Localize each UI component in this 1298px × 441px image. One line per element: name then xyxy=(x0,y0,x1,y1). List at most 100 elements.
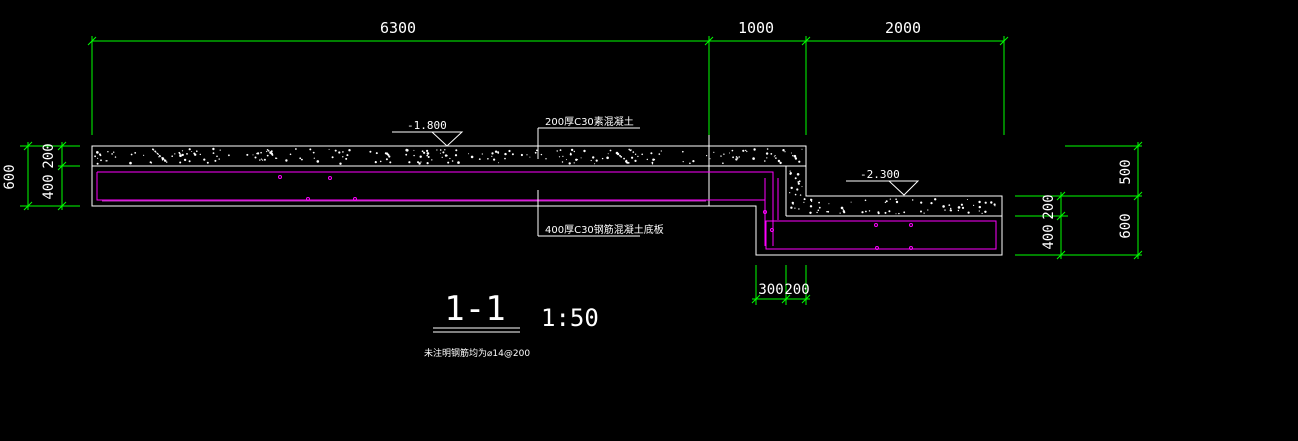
concrete-speckle xyxy=(888,210,891,213)
concrete-speckle xyxy=(706,155,708,157)
concrete-speckle xyxy=(413,154,415,157)
concrete-speckle xyxy=(827,210,830,213)
concrete-speckle xyxy=(161,157,165,160)
dimension-tick xyxy=(801,294,811,304)
concrete-speckle xyxy=(884,211,887,214)
rebar-dot xyxy=(278,175,282,179)
concrete-speckle xyxy=(228,154,230,157)
concrete-speckle xyxy=(709,158,711,160)
concrete-speckle xyxy=(520,153,524,157)
concrete-speckle xyxy=(765,152,769,155)
concrete-speckle xyxy=(107,151,109,153)
dimension-6300: 6300 xyxy=(380,19,416,37)
concrete-speckle xyxy=(895,213,897,215)
concrete-speckle xyxy=(100,159,102,162)
concrete-speckle xyxy=(651,163,654,165)
concrete-speckle xyxy=(903,211,906,214)
concrete-speckle xyxy=(798,160,801,163)
concrete-speckle xyxy=(346,154,349,157)
concrete-speckle xyxy=(451,160,454,162)
section-title: 1-1 xyxy=(444,289,505,329)
concrete-speckle xyxy=(96,151,99,154)
concrete-speckle xyxy=(990,201,993,204)
concrete-speckle xyxy=(934,198,937,201)
dimension-600-left: 600 xyxy=(2,164,18,189)
concrete-speckle xyxy=(609,149,612,152)
concrete-speckle xyxy=(160,155,162,157)
concrete-speckle xyxy=(559,149,562,152)
concrete-speckle xyxy=(338,151,341,154)
concrete-speckle xyxy=(794,207,796,209)
concrete-speckle xyxy=(421,150,424,153)
concrete-speckle xyxy=(342,151,344,153)
concrete-speckle xyxy=(777,159,781,163)
rebar-lower-cage xyxy=(765,220,997,250)
concrete-speckle xyxy=(134,152,137,154)
concrete-speckle xyxy=(570,148,574,152)
concrete-speckle xyxy=(256,152,258,155)
concrete-speckle xyxy=(260,158,262,160)
concrete-speckle xyxy=(444,149,446,151)
concrete-speckle xyxy=(840,206,844,210)
concrete-speckle xyxy=(573,162,575,164)
rebar-dot xyxy=(306,197,310,201)
concrete-speckle xyxy=(784,151,786,153)
concrete-speckle xyxy=(105,160,107,162)
concrete-speckle xyxy=(188,148,191,151)
concrete-speckle xyxy=(254,156,257,159)
concrete-speckle xyxy=(973,204,975,206)
concrete-speckle xyxy=(720,155,722,157)
concrete-speckle xyxy=(723,153,725,155)
concrete-speckle xyxy=(843,211,846,214)
concrete-speckle xyxy=(534,151,537,154)
left-dimension-chain xyxy=(20,141,80,211)
rebar-dot xyxy=(874,223,878,227)
dimension-tick xyxy=(801,36,811,46)
concrete-speckle xyxy=(565,159,567,161)
dimension-tick xyxy=(1056,250,1066,260)
rebar-dot xyxy=(875,246,879,250)
concrete-speckle xyxy=(957,206,961,209)
concrete-speckle xyxy=(898,212,900,215)
concrete-speckle xyxy=(387,153,390,156)
dimension-1000: 1000 xyxy=(738,19,774,37)
concrete-speckle xyxy=(426,149,429,152)
concrete-speckle xyxy=(447,161,450,164)
concrete-speckle xyxy=(545,158,547,160)
concrete-speckle xyxy=(606,156,609,160)
concrete-speckle xyxy=(259,159,261,161)
concrete-speckle xyxy=(562,155,564,157)
concrete-speckle xyxy=(143,154,145,156)
concrete-speckle xyxy=(575,158,578,161)
concrete-speckle xyxy=(623,157,625,160)
concrete-speckle xyxy=(511,153,514,156)
concrete-speckle xyxy=(637,155,639,158)
concrete-speckle xyxy=(487,158,489,160)
concrete-speckle xyxy=(99,154,102,157)
concrete-speckle xyxy=(468,153,470,155)
concrete-speckle xyxy=(569,153,572,156)
concrete-speckle xyxy=(766,148,769,150)
concrete-speckle xyxy=(692,160,695,163)
dimension-600-right: 600 xyxy=(1118,213,1134,238)
concrete-speckle xyxy=(620,156,623,158)
concrete-speckle xyxy=(369,150,372,153)
concrete-speckle xyxy=(270,150,273,153)
concrete-speckle xyxy=(491,155,493,157)
concrete-speckle xyxy=(166,161,168,163)
concrete-speckle xyxy=(816,211,818,214)
concrete-speckle xyxy=(660,150,662,152)
concrete-speckle xyxy=(558,156,561,158)
top-dimension-chain xyxy=(87,36,1009,135)
section-note: 未注明钢筋均为⌀14@200 xyxy=(424,347,530,359)
concrete-speckle xyxy=(775,157,777,159)
concrete-speckle xyxy=(423,151,426,154)
concrete-speckle xyxy=(735,158,738,161)
concrete-speckle xyxy=(114,156,117,158)
concrete-speckle xyxy=(129,161,132,165)
concrete-speckle xyxy=(342,156,344,158)
concrete-speckle xyxy=(263,158,266,161)
concrete-section-outline xyxy=(91,135,1003,256)
concrete-speckle xyxy=(920,210,922,213)
